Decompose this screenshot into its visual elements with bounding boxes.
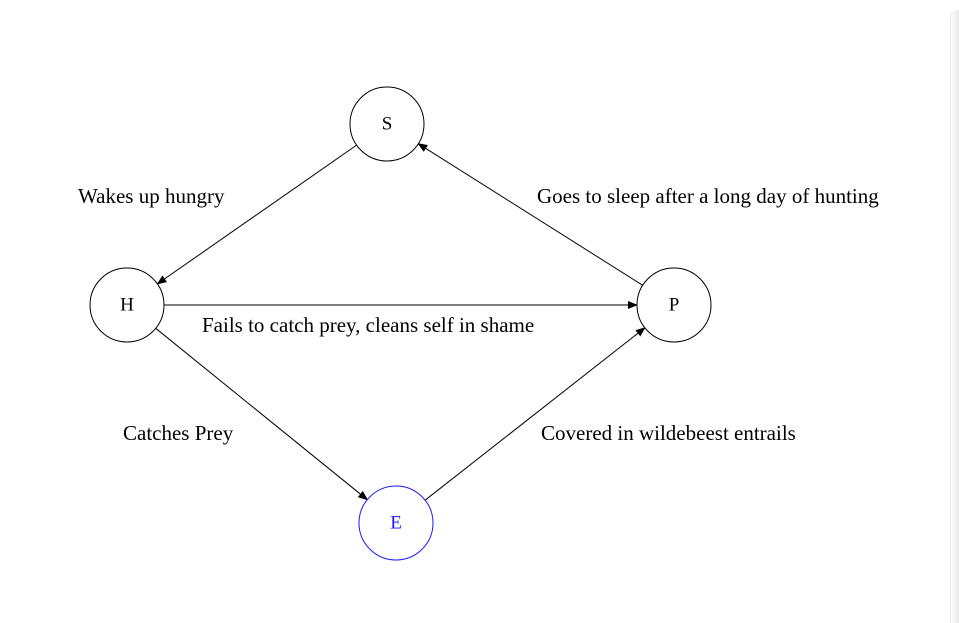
edge-p-to-s (417, 143, 643, 286)
node-s-circle (349, 86, 425, 162)
edge-s-to-h (156, 144, 357, 285)
node-s-label: S (382, 114, 393, 135)
node-s[interactable]: S (349, 86, 425, 162)
node-h-label: H (120, 295, 134, 316)
node-p[interactable]: P (636, 267, 712, 343)
edge-e-to-p (424, 327, 646, 501)
edge-label-catches-prey: Catches Prey (123, 421, 234, 445)
node-p-circle (636, 267, 712, 343)
node-e-label: E (390, 513, 402, 534)
edge-label-goes-to-sleep: Goes to sleep after a long day of huntin… (537, 184, 879, 208)
edge-label-fails-to-catch-prey: Fails to catch prey, cleans self in sham… (202, 313, 534, 337)
node-e-circle (358, 485, 434, 561)
edge-label-covered-in-entrails: Covered in wildebeest entrails (541, 421, 796, 445)
node-p-label: P (669, 295, 680, 316)
node-e[interactable]: E (358, 485, 434, 561)
edge-h-to-e (155, 327, 369, 501)
panel-edge (950, 10, 959, 623)
node-h-circle (89, 267, 165, 343)
node-h[interactable]: H (89, 267, 165, 343)
edge-label-wakes-up-hungry: Wakes up hungry (78, 184, 225, 208)
